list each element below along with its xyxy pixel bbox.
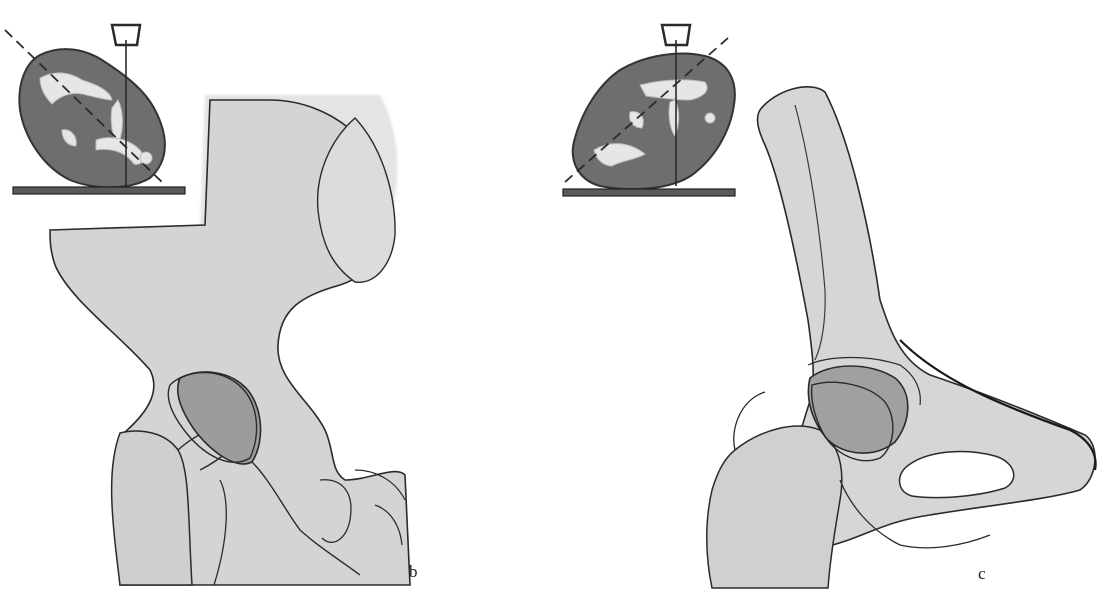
panel-b-illustration: b — [5, 25, 418, 585]
patient-cross-section — [19, 49, 165, 187]
femur-proximal — [707, 426, 842, 588]
table-surface — [13, 187, 185, 194]
panel-b-inset — [5, 25, 185, 194]
panel-label-c: c — [978, 564, 986, 583]
panel-c-pelvis-projection — [707, 87, 1096, 588]
panel-c-inset — [563, 25, 735, 196]
panel-c-illustration: c — [563, 25, 1096, 588]
panel-label-b: b — [409, 562, 418, 581]
table-surface — [563, 189, 735, 196]
femur-shaft — [112, 431, 192, 585]
